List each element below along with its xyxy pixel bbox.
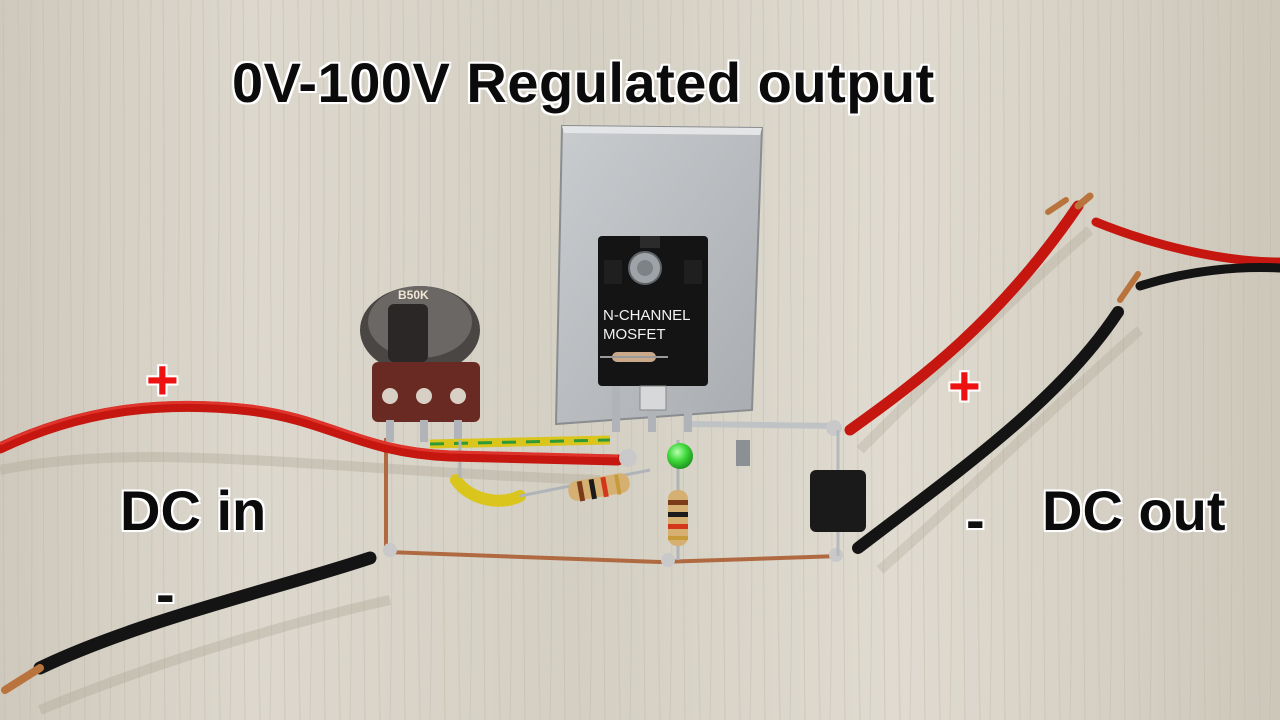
- potentiometer: [360, 286, 480, 442]
- bolt: [736, 440, 750, 466]
- yellow-wire: [450, 474, 526, 507]
- solder-joint: [829, 548, 843, 562]
- copper-wire: [384, 438, 841, 565]
- output-plus-sign: +: [948, 354, 981, 417]
- resistor-vertical: [668, 470, 688, 560]
- resistor: [519, 468, 651, 502]
- solder-joint: [383, 543, 397, 557]
- mosfet: [598, 236, 708, 432]
- black-input-wire: [33, 551, 377, 675]
- mosfet-label-line1: N-CHANNEL: [603, 307, 691, 324]
- dc-in-label: DC in: [120, 479, 267, 542]
- mosfet-label-line2: MOSFET: [603, 326, 666, 343]
- dc-out-label: DC out: [1042, 479, 1226, 542]
- red-input-wire: [0, 400, 624, 466]
- diode: [810, 430, 866, 556]
- potentiometer-marking: B50K: [398, 288, 429, 302]
- tinned-wire: [691, 421, 841, 429]
- solder-joint: [619, 449, 637, 467]
- output-minus-sign: -: [966, 488, 985, 551]
- solder-joint: [826, 420, 842, 436]
- input-plus-sign: +: [146, 348, 179, 411]
- input-minus-sign: -: [156, 562, 175, 625]
- black-output-wire: [852, 306, 1124, 554]
- solder-joint: [661, 553, 675, 567]
- red-output-wire: [844, 200, 1084, 436]
- photo-title: 0V-100V Regulated output: [232, 51, 935, 114]
